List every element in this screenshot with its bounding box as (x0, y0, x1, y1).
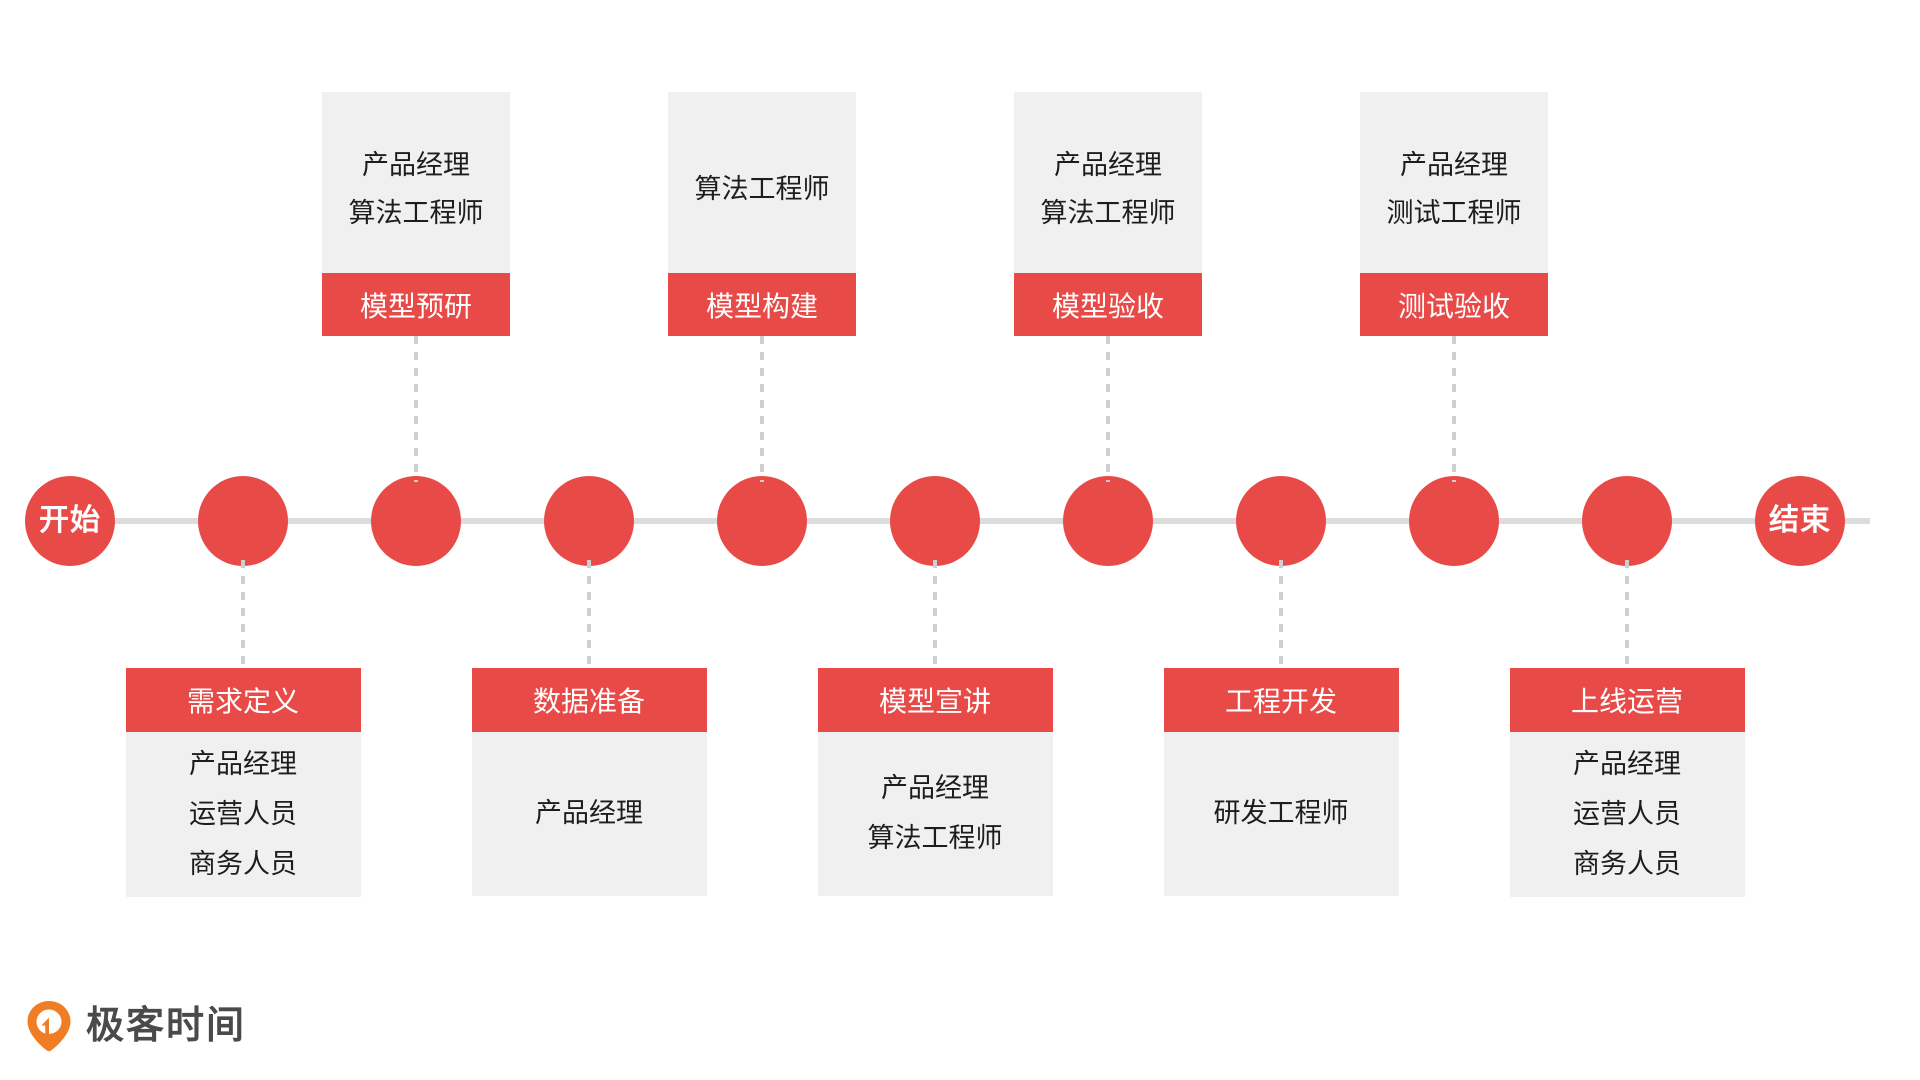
role-label: 产品经理 (1573, 749, 1681, 779)
connector-line (933, 560, 937, 668)
role-label: 运营人员 (189, 798, 297, 829)
role-label: 产品经理 (1400, 149, 1508, 180)
connector-line (587, 560, 591, 668)
brand-name: 极客时间 (86, 1005, 247, 1047)
bottom-phase-roles: 产品经理 (471, 732, 707, 896)
timeline-node-5[interactable] (890, 476, 980, 566)
timeline-node-end[interactable]: 结束 (1755, 476, 1845, 566)
timeline-node-start[interactable]: 开始 (25, 476, 115, 566)
top-phase-roles: 算法工程师 (668, 92, 856, 273)
bottom-phase-roles: 产品经理算法工程师 (817, 732, 1053, 896)
timeline-node-3[interactable] (544, 476, 634, 566)
bottom-phase-roles: 产品经理运营人员商务人员 (1509, 732, 1745, 898)
connector-line (1106, 336, 1110, 482)
top-phase-roles: 产品经理算法工程师 (1014, 92, 1202, 273)
timeline-node-2[interactable] (371, 476, 461, 566)
role-label: 算法工程师 (867, 823, 1003, 853)
top-phase-card[interactable]: 算法工程师模型构建 (668, 92, 856, 336)
connector-line (1452, 336, 1456, 482)
top-phase-roles: 产品经理算法工程师 (322, 92, 510, 273)
top-phase-card[interactable]: 产品经理测试工程师测试验收 (1360, 92, 1548, 336)
location-pin-icon (26, 1000, 72, 1052)
timeline-start-label: 开始 (39, 504, 101, 537)
bottom-phase-card[interactable]: 需求定义产品经理运营人员商务人员 (125, 668, 361, 898)
top-phase-label[interactable]: 模型构建 (668, 273, 856, 336)
top-phase-label[interactable]: 模型验收 (1014, 273, 1202, 336)
connector-line (1279, 560, 1283, 668)
top-phase-roles: 产品经理测试工程师 (1360, 92, 1548, 273)
bottom-phase-roles: 产品经理运营人员商务人员 (125, 732, 361, 898)
timeline-node-9[interactable] (1582, 476, 1672, 566)
top-phase-label[interactable]: 模型预研 (322, 273, 510, 336)
role-label: 产品经理 (362, 149, 470, 180)
top-phase-card[interactable]: 产品经理算法工程师模型预研 (322, 92, 510, 336)
bottom-phase-card[interactable]: 工程开发研发工程师 (1163, 668, 1399, 896)
top-phase-card[interactable]: 产品经理算法工程师模型验收 (1014, 92, 1202, 336)
timeline-end-label: 结束 (1769, 504, 1831, 537)
role-label: 商务人员 (1573, 848, 1681, 879)
connector-line (414, 336, 418, 482)
role-label: 研发工程师 (1213, 798, 1349, 829)
role-label: 产品经理 (535, 798, 643, 829)
role-label: 运营人员 (1573, 798, 1681, 829)
connector-line (241, 560, 245, 668)
role-label: 测试工程师 (1386, 197, 1522, 228)
bottom-phase-roles: 研发工程师 (1163, 732, 1399, 896)
bottom-phase-label[interactable]: 需求定义 (125, 668, 361, 732)
role-label: 产品经理 (881, 773, 989, 804)
connector-line (760, 336, 764, 482)
timeline-node-1[interactable] (198, 476, 288, 566)
bottom-phase-card[interactable]: 数据准备产品经理 (471, 668, 707, 896)
role-label: 算法工程师 (348, 197, 484, 228)
brand-logo: 极客时间 (26, 1000, 246, 1052)
bottom-phase-label[interactable]: 工程开发 (1163, 668, 1399, 732)
top-phase-label[interactable]: 测试验收 (1360, 273, 1548, 336)
bottom-phase-label[interactable]: 上线运营 (1509, 668, 1745, 732)
role-label: 产品经理 (1054, 149, 1162, 180)
bottom-phase-label[interactable]: 数据准备 (471, 668, 707, 732)
role-label: 算法工程师 (694, 173, 830, 204)
timeline-node-6[interactable] (1063, 476, 1153, 566)
bottom-phase-card[interactable]: 上线运营产品经理运营人员商务人员 (1509, 668, 1745, 898)
bottom-phase-label[interactable]: 模型宣讲 (817, 668, 1053, 732)
timeline-node-7[interactable] (1236, 476, 1326, 566)
timeline-node-8[interactable] (1409, 476, 1499, 566)
role-label: 算法工程师 (1040, 197, 1176, 228)
connector-line (1625, 560, 1629, 668)
role-label: 产品经理 (189, 749, 297, 779)
role-label: 商务人员 (189, 848, 297, 879)
timeline-node-4[interactable] (717, 476, 807, 566)
bottom-phase-card[interactable]: 模型宣讲产品经理算法工程师 (817, 668, 1053, 896)
